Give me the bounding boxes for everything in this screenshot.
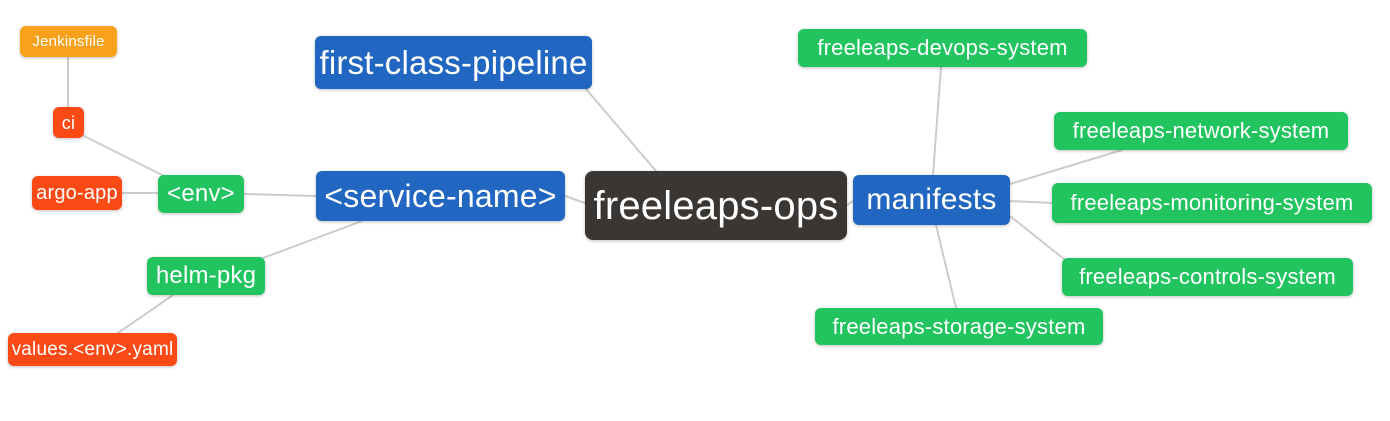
edge-helm-pkg-service-name — [262, 220, 363, 259]
node-freeleaps-storage-system[interactable]: freeleaps-storage-system — [815, 308, 1103, 345]
node-jenkinsfile[interactable]: Jenkinsfile — [20, 26, 117, 57]
node-helm-pkg[interactable]: helm-pkg — [147, 257, 265, 295]
edge-manifests-devops — [932, 66, 942, 176]
edge-pipeline-root — [585, 88, 657, 172]
node-freeleaps-devops-system[interactable]: freeleaps-devops-system — [798, 29, 1087, 67]
edge-service-name-root — [564, 195, 586, 204]
edge-values-helm-pkg — [117, 294, 174, 334]
node-freeleaps-network-system[interactable]: freeleaps-network-system — [1054, 112, 1348, 150]
node-env[interactable]: <env> — [158, 175, 244, 213]
edge-manifests-storage — [935, 224, 957, 309]
node-first-class-pipeline[interactable]: first-class-pipeline — [315, 36, 592, 89]
edge-manifests-controls — [1009, 215, 1065, 260]
node-root-freeleaps-ops[interactable]: freeleaps-ops — [585, 171, 847, 240]
node-freeleaps-controls-system[interactable]: freeleaps-controls-system — [1062, 258, 1353, 296]
edge-ci-env — [83, 135, 167, 178]
edge-env-service-name — [243, 193, 317, 197]
node-service-name[interactable]: <service-name> — [316, 171, 565, 221]
node-manifests[interactable]: manifests — [853, 175, 1010, 225]
node-argo-app[interactable]: argo-app — [32, 176, 122, 210]
edge-manifests-network — [1009, 149, 1123, 185]
node-freeleaps-monitoring-system[interactable]: freeleaps-monitoring-system — [1052, 183, 1372, 223]
edge-root-manifests — [846, 200, 854, 206]
node-ci[interactable]: ci — [53, 107, 84, 138]
edge-manifests-monitoring — [1009, 200, 1053, 204]
node-values-env-yaml[interactable]: values.<env>.yaml — [8, 333, 177, 366]
